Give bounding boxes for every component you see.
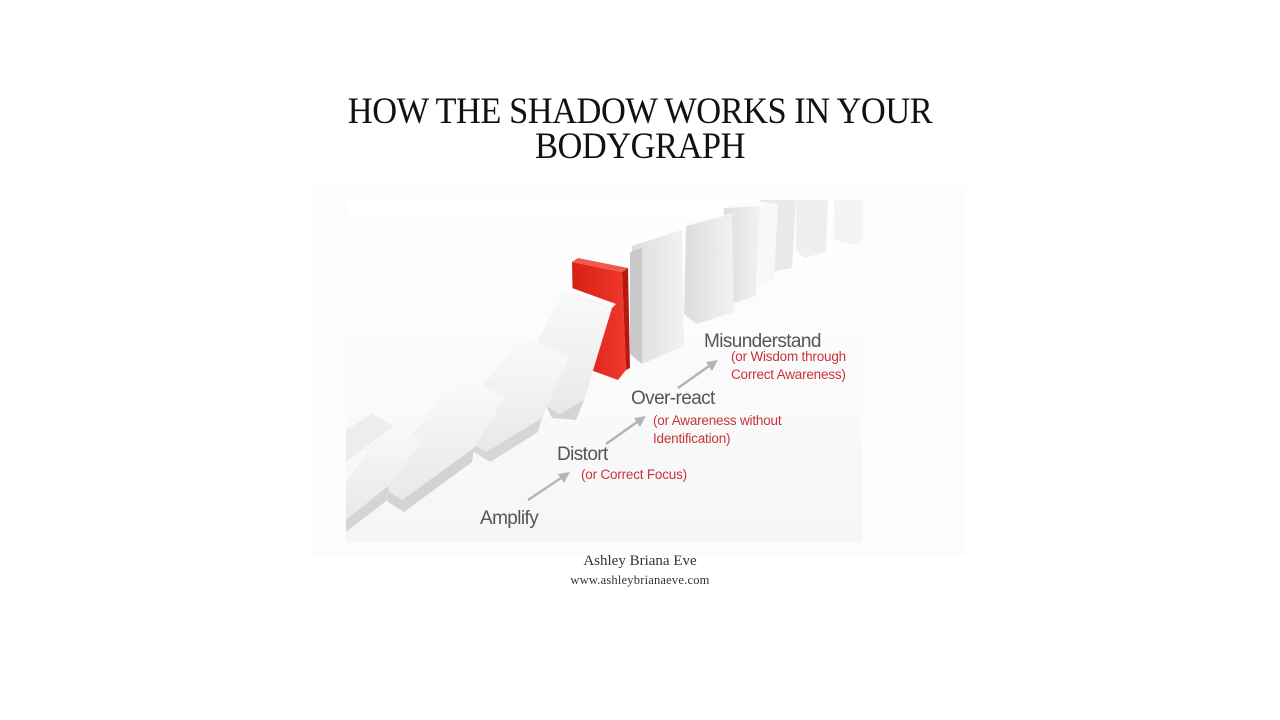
step-distort-label: Distort (557, 444, 608, 465)
step-overreact-sub-1: (or Awareness without (653, 413, 782, 428)
standing-dominoes (630, 200, 862, 364)
domino-image (346, 200, 862, 542)
step-misunderstand-sub-2: Correct Awareness) (731, 367, 846, 382)
progress-arrows (527, 360, 718, 502)
step-amplify-label: Amplify (480, 508, 539, 529)
step-overreact-sub-2: Identification) (653, 431, 731, 446)
step-misunderstand-sub-1: (or Wisdom through (731, 349, 846, 364)
author-name: Ashley Briana Eve (583, 553, 697, 569)
falling-dominoes (346, 288, 616, 532)
step-misunderstand-label: Misunderstand (704, 331, 821, 352)
website-url: www.ashleybrianaeve.com (570, 573, 710, 587)
page-title-line-1: HOW THE SHADOW WORKS IN YOUR (347, 91, 933, 132)
step-overreact-label: Over-react (631, 388, 715, 409)
page-title-line-2: BODYGRAPH (535, 126, 745, 167)
page-title: HOW THE SHADOW WORKS IN YOUR BODYGRAPH (45, 91, 1235, 167)
step-distort-sub: (or Correct Focus) (581, 467, 687, 482)
